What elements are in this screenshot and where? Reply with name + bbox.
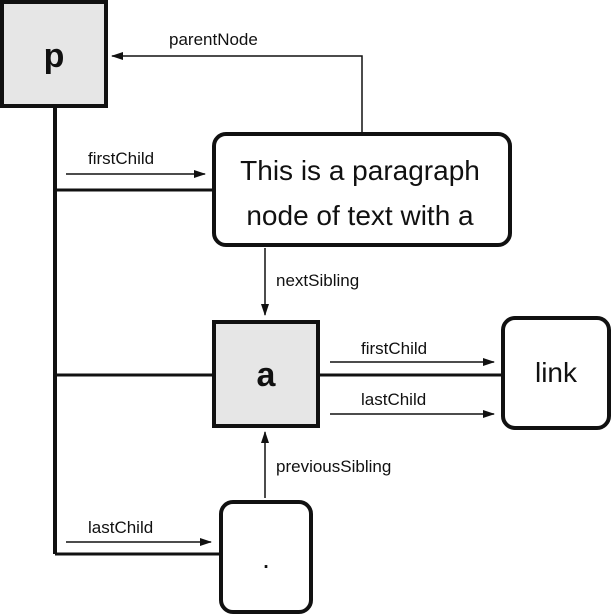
node-a-box [212,320,320,428]
node-dot-label: . [262,543,270,574]
node-text: This is a paragraph node of text with a [212,132,512,247]
parentNode-label: parentNode [169,30,258,49]
firstChild-p-label: firstChild [88,149,154,168]
previousSibling-label: previousSibling [276,457,391,476]
lastChild-p-label: lastChild [88,518,153,537]
node-link-box [501,316,611,430]
node-text-line2: node of text with a [246,200,474,231]
node-p-label: p [44,37,65,75]
node-p-box [0,0,108,108]
node-text-line1: This is a paragraph [240,155,480,186]
node-dot-box [219,500,313,614]
node-a: a [212,320,320,428]
lastChild-a-label: lastChild [361,390,426,409]
nextSibling-label: nextSibling [276,271,359,290]
parentNode-arrow [111,52,363,132]
node-link-label: link [535,357,578,388]
node-p: p [0,0,108,108]
node-a-label: a [257,356,277,394]
node-dot: . [219,500,313,614]
firstChild-a-label: firstChild [361,339,427,358]
node-text-box [212,132,512,247]
node-link: link [501,316,611,430]
